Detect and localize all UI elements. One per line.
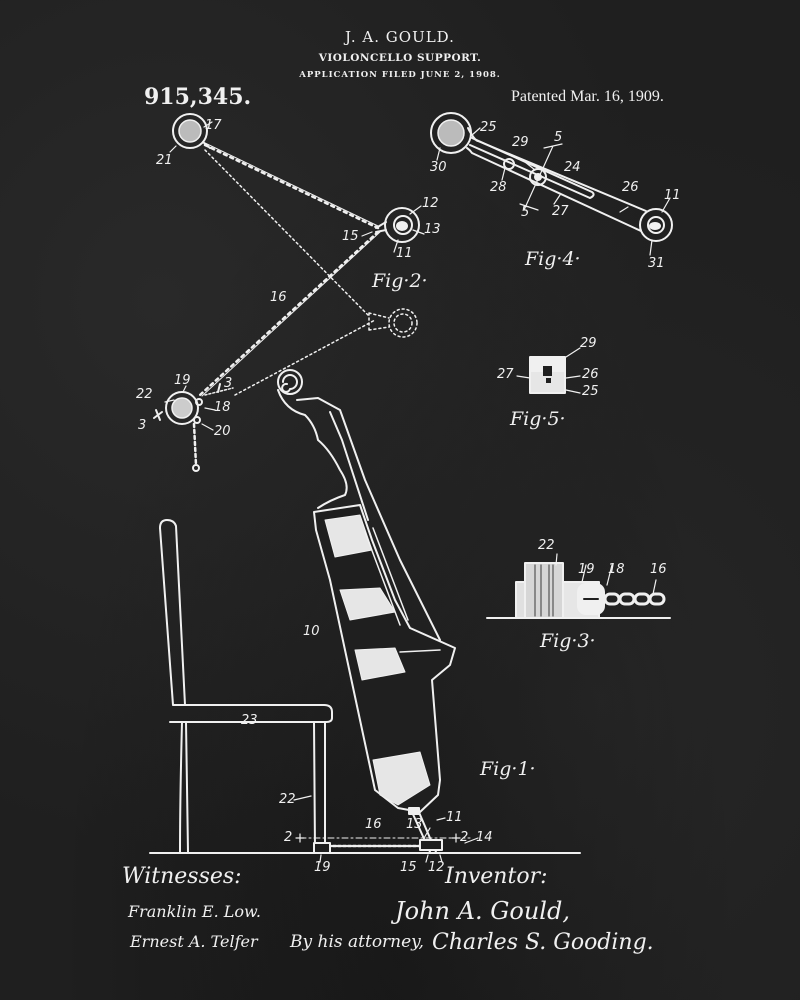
witness-signature-2: Ernest A. Telfer [130, 932, 258, 951]
fig2-ref-16: 16 [270, 290, 287, 305]
fig2-ref-12: 12 [422, 196, 439, 211]
fig1-ref-13: 13 [406, 817, 423, 832]
fig4-ref-26: 26 [622, 180, 639, 195]
fig1-ref-10: 10 [303, 624, 320, 639]
pulley-19 [153, 383, 234, 472]
patent-number: 915,345. [144, 84, 252, 110]
chain-lower [198, 230, 380, 397]
fig2-drawing [153, 113, 425, 472]
fig3-ref-22: 22 [538, 538, 555, 553]
fig5-ref-29: 29 [580, 336, 597, 351]
fig1-ref-11: 11 [446, 810, 463, 825]
fig4-ref-11: 11 [664, 188, 681, 203]
pulley-12 [375, 207, 420, 243]
fig1-ref-23: 23 [241, 713, 258, 728]
fig2-ref-19: 19 [174, 373, 191, 388]
fig3-ref-18: 18 [608, 562, 625, 577]
fig1-ref-15: 15 [400, 860, 417, 875]
fig5-drawing [516, 347, 581, 394]
fig2-ref-3-upper: 3 [224, 376, 233, 391]
fig3-drawing [486, 553, 671, 619]
fig2-ref-17: 17 [205, 118, 222, 133]
chain-upper [203, 143, 380, 230]
fig1-ref-22: 22 [279, 792, 296, 807]
fig3-ref-16: 16 [650, 562, 667, 577]
witness-signature-1: Franklin E. Low. [128, 902, 261, 921]
patented-date: Patented Mar. 16, 1909. [511, 88, 664, 105]
inventor-label: Inventor: [445, 864, 548, 889]
fig4-ref-28: 28 [490, 180, 507, 195]
chair [159, 519, 333, 853]
inventor-signature: John A. Gould, [395, 897, 570, 925]
fig4-ref-5-top: 5 [554, 130, 563, 145]
pulley-17 [172, 113, 211, 149]
inventor-heading: J. A. GOULD. [345, 28, 455, 46]
fig4-label: Fig·4· [525, 248, 581, 270]
cello [277, 369, 456, 853]
attorney-signature: Charles S. Gooding. [432, 930, 654, 955]
fig4-ref-29: 29 [512, 135, 529, 150]
fig1-ref-12: 12 [428, 860, 445, 875]
fig5-ref-26: 26 [582, 367, 599, 382]
fig4-drawing [430, 112, 673, 256]
fig5-label: Fig·5· [510, 408, 566, 430]
fig1-label: Fig·1· [480, 758, 536, 780]
fig4-ref-30: 30 [430, 160, 447, 175]
fig4-ref-27: 27 [552, 204, 569, 219]
fig4-ref-5-bottom: 5 [521, 205, 530, 220]
attorney-prefix: By his attorney, [290, 932, 424, 952]
fig4-ref-31: 31 [648, 256, 665, 271]
fig2-ref-20: 20 [214, 424, 231, 439]
fig1-ref-14: 14 [476, 830, 493, 845]
fig3-ref-19: 19 [578, 562, 595, 577]
fig2-ref-3-lower: 3 [138, 418, 147, 433]
witnesses-label: Witnesses: [122, 864, 242, 889]
patent-title: VIOLONCELLO SUPPORT. [318, 52, 482, 64]
application-filed: APPLICATION FILED JUNE 2, 1908. [299, 70, 501, 80]
fig4-ref-24: 24 [564, 160, 581, 175]
ghost-ring [368, 308, 418, 338]
fig3-label: Fig·3· [540, 630, 596, 652]
fig1-ref-16: 16 [365, 817, 382, 832]
fig2-ref-13: 13 [424, 222, 441, 237]
fig5-ref-25: 25 [582, 384, 599, 399]
fig2-label: Fig·2· [372, 270, 428, 292]
fig1-ref-2-right: 2 [460, 830, 469, 845]
fig1-ref-19: 19 [314, 860, 331, 875]
fig2-ref-15: 15 [342, 229, 359, 244]
fig1-drawing [149, 369, 581, 863]
fig1-ref-2-left: 2 [284, 830, 293, 845]
fig2-ref-18: 18 [214, 400, 231, 415]
fig2-ref-21: 21 [156, 153, 173, 168]
fig2-ref-11: 11 [396, 246, 413, 261]
fig4-ref-25: 25 [480, 120, 497, 135]
fig5-ref-27: 27 [497, 367, 514, 382]
fig2-ref-22: 22 [136, 387, 153, 402]
